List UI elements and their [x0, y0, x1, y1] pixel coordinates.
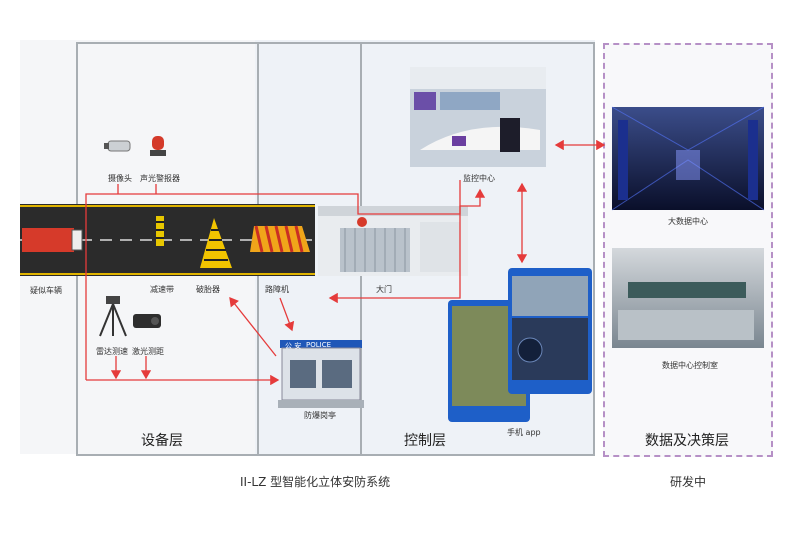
booth-sign: POLICE: [306, 341, 332, 349]
bigdata-image: [611, 106, 765, 211]
road-blocker: [250, 225, 310, 253]
road-blocker-label: 路障机: [265, 285, 289, 294]
radar-label: 雷达测速: [96, 347, 128, 356]
monitor-center-label: 监控中心: [463, 174, 495, 183]
booth: [278, 340, 364, 408]
gate-building: [318, 206, 468, 276]
suspect-vehicle: [22, 228, 83, 252]
laser-label: 激光测距: [132, 347, 164, 356]
speed-bump: [156, 216, 164, 246]
tire-breaker: [200, 218, 232, 268]
tire-breaker-label: 破胎器: [196, 285, 220, 294]
gate-label: 大门: [376, 285, 392, 294]
alarm-label: 声光警报器: [140, 174, 180, 183]
camera-label: 摄像头: [108, 174, 132, 183]
monitor-center-image: [410, 67, 546, 167]
camera-device: [104, 140, 131, 152]
control-room-label: 数据中心控制室: [662, 361, 718, 370]
app-label: 手机 app: [507, 428, 541, 437]
app-image: [448, 268, 592, 422]
booth-sign-cn: 公 安: [285, 342, 302, 350]
control-room-image: [612, 248, 764, 348]
alarm-device: [150, 136, 166, 156]
research-caption: 研发中: [670, 475, 707, 489]
laser-device: [133, 314, 161, 328]
radar-device: [99, 296, 127, 337]
bigdata-label: 大数据中心: [668, 217, 708, 226]
control-layer-title: 控制层: [404, 433, 446, 449]
data-layer-title: 数据及决策层: [645, 433, 729, 449]
equipment-layer-title: 设备层: [141, 433, 183, 449]
speed-bump-label: 减速带: [150, 285, 174, 294]
booth-label: 防爆岗亭: [304, 411, 336, 420]
vehicle-label: 疑似车辆: [30, 286, 62, 295]
system-caption: II-LZ 型智能化立体安防系统: [240, 475, 391, 489]
flow-arrows: [85, 139, 606, 386]
